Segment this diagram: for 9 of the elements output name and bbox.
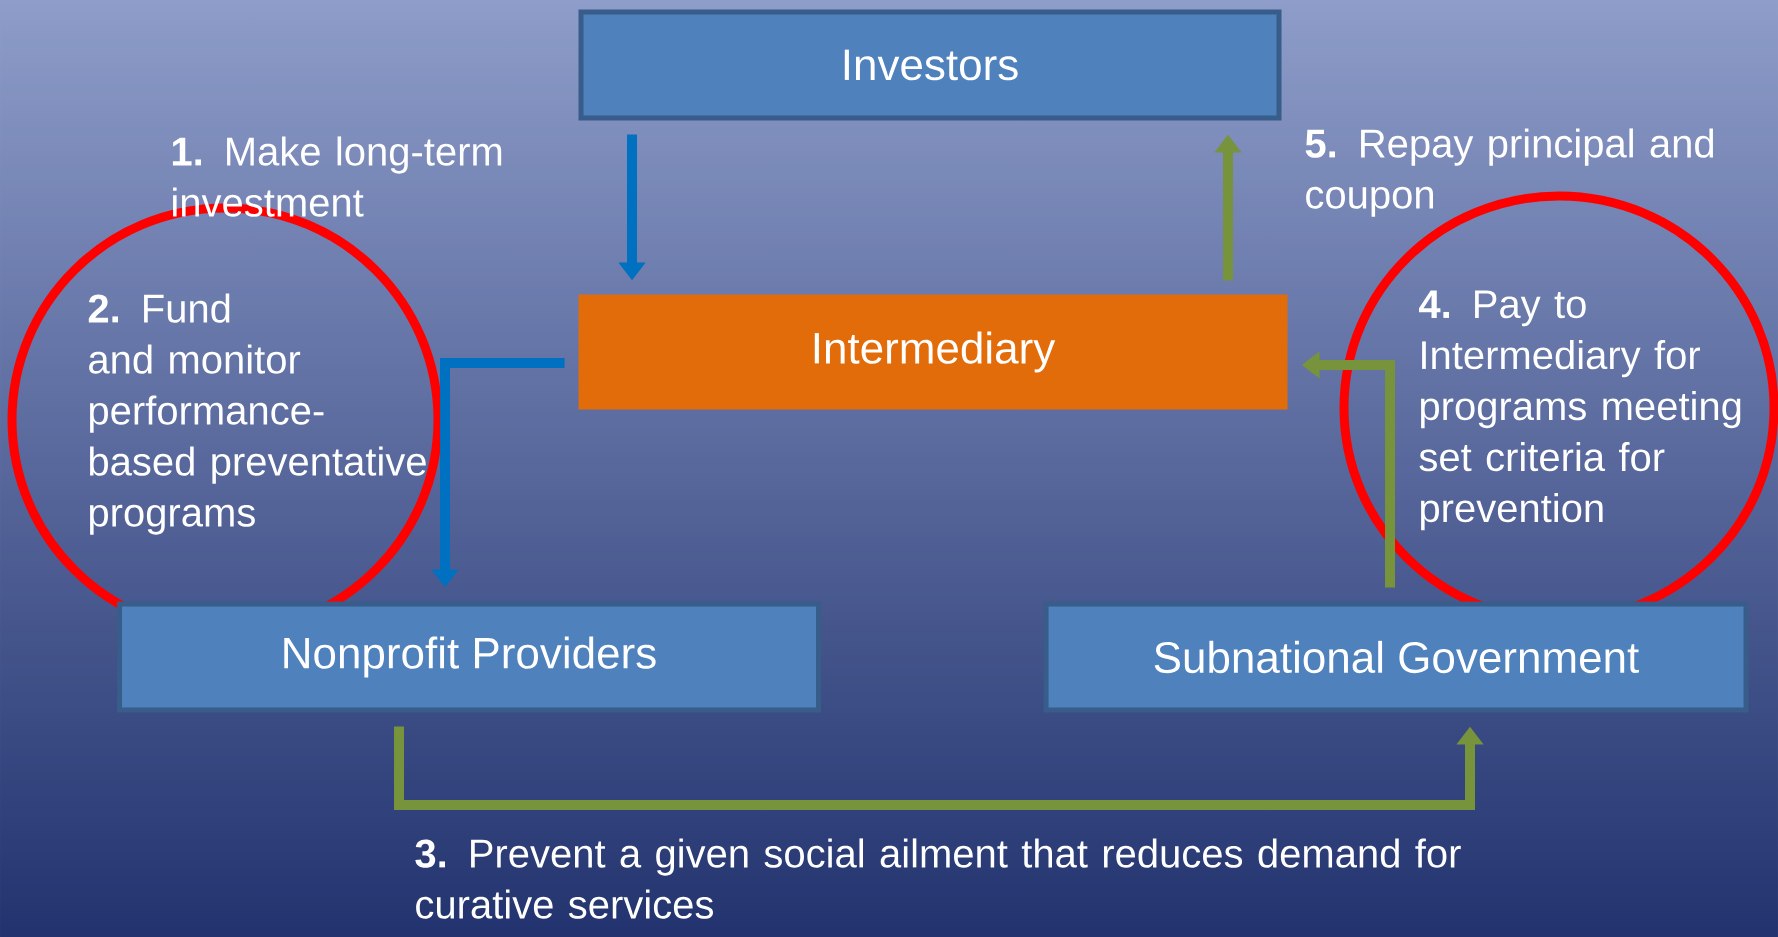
edge-label: 5. Repay principal and coupon — [1305, 128, 1714, 217]
edge-label: 4. Pay to Intermediary for programs meeting set criteria for prevention — [1419, 290, 1741, 531]
process-box: Subnational Government — [1043, 601, 1749, 713]
process-box: Nonprofit Providers — [117, 601, 821, 713]
process-box: Intermediary — [578, 294, 1288, 410]
edge-label: 3. Prevent a given social ailment that reduces demand for curative services — [415, 838, 1461, 919]
process-box: Investors — [578, 9, 1282, 121]
edge-label: 2. Fund and monitor performance-based preventative programs — [88, 293, 426, 535]
edge-label: 1. Make long-term investment — [172, 136, 502, 217]
